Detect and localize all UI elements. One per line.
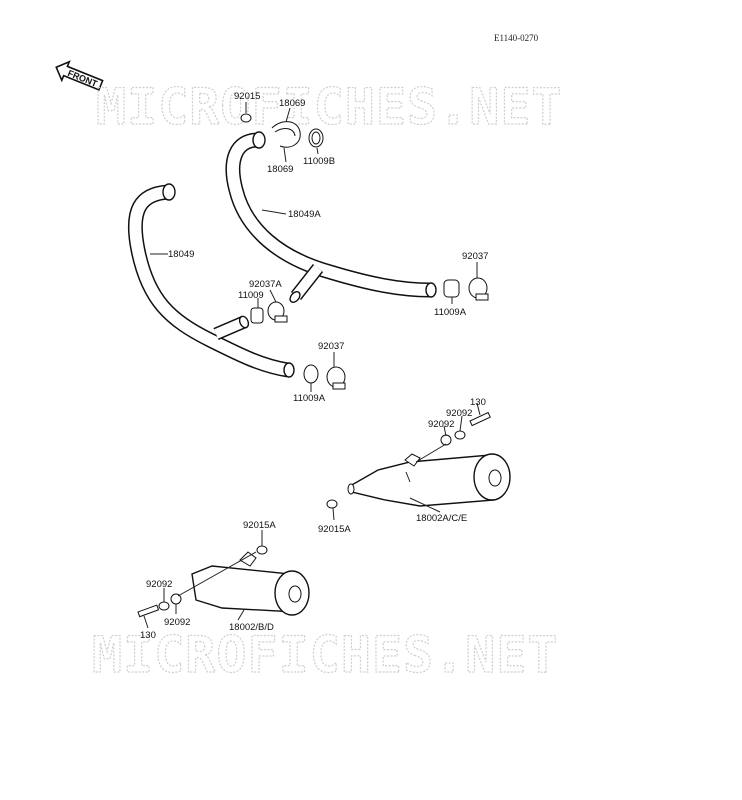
clamp-18069 [271,121,301,148]
washer-92092-left-b [158,601,170,611]
leader-lines [143,102,481,629]
exhaust-pipe-18049 [127,183,295,378]
collar-92092-right-b [440,434,452,446]
muffler-18002ACE [347,453,511,507]
label-92037-lower: 92037 [318,341,344,352]
gasket-11009A-lower [303,364,319,384]
label-92015A-right: 92015A [318,524,351,535]
label-11009A-right: 11009A [434,307,467,318]
gasket-11009 [250,307,264,324]
label-130-right: 130 [470,397,486,408]
muffler-18002BD [191,551,310,616]
label-92015: 92015 [234,91,260,102]
diagram-code: E1140-0270 [494,33,539,43]
label-11009: 11009 [238,290,264,301]
label-11009B: 11009B [303,156,335,167]
clamp-92037-right [468,277,489,301]
label-92092-left-a: 92092 [146,579,172,590]
label-18069-bottom: 18069 [267,164,293,175]
clamp-92037A [267,301,288,323]
label-18069-top: 18069 [279,98,305,109]
nut-92015 [240,113,252,123]
front-label: FRONT [66,68,99,89]
label-92092-right-a: 92092 [446,408,472,419]
bolt-130-right [469,411,491,427]
clamp-92037-lower [326,366,346,390]
label-18002BD: 18002/B/D [229,622,274,633]
gasket-11009A-right [443,279,460,298]
label-92037A: 92037A [249,279,282,290]
watermark-top: MICROFICHES.NET [96,78,563,136]
label-18002ACE: 18002A/C/E [416,513,467,524]
nut-92015A-left [256,545,268,555]
label-92037-right: 92037 [462,251,488,262]
label-18049A: 18049A [288,209,321,220]
label-92015A-left: 92015A [243,520,276,531]
label-18049: 18049 [168,249,194,260]
exhaust-pipe-18049A [225,131,437,303]
nut-92015A-right [326,499,338,509]
bolt-130-left [137,604,160,618]
label-130-left: 130 [140,630,156,641]
washer-92092-right-a [454,430,466,440]
label-92092-left-b: 92092 [164,617,190,628]
watermark-bottom: MICROFICHES.NET [92,626,559,684]
label-11009A-lower: 11009A [293,393,326,404]
label-92092-right-b: 92092 [428,419,454,430]
